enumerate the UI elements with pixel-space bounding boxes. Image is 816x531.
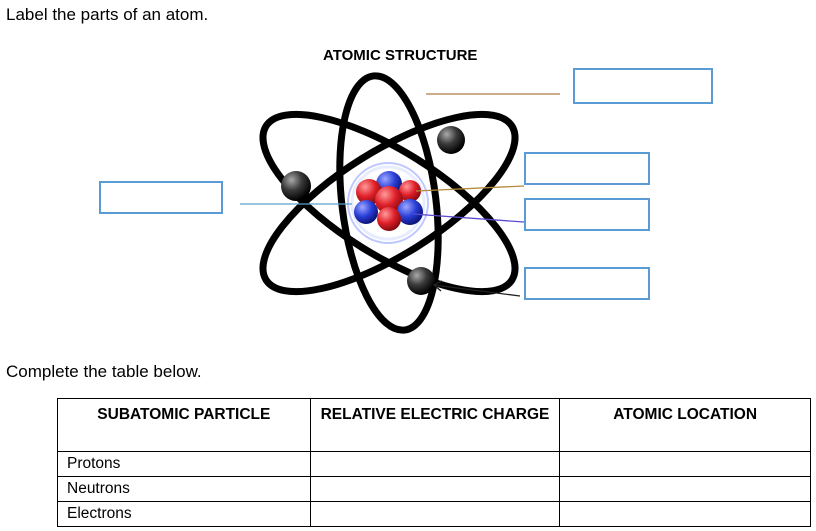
proton [377,207,401,231]
label-box-right-2[interactable] [524,198,650,231]
charge-cell[interactable] [309,451,561,477]
pointer-line-right-1 [415,185,525,192]
particle-name-cell: Neutrons [57,476,311,502]
pointer-line-right-2 [412,213,525,223]
diagram-title: ATOMIC STRUCTURE [323,47,478,64]
atom-diagram [240,72,560,334]
label-box-left[interactable] [99,181,223,214]
charge-cell[interactable] [309,476,561,502]
location-cell[interactable] [559,451,811,477]
header-subatomic-particle: SUBATOMIC PARTICLE [57,398,311,452]
electron [407,267,435,295]
electron [281,171,311,201]
pointer-line-right-3 [433,284,521,297]
orbit-vertical [336,72,442,334]
table-header-row: SUBATOMIC PARTICLE RELATIVE ELECTRIC CHA… [57,398,811,452]
table-row: Protons [57,451,811,477]
arrowhead [432,280,443,292]
particle-name-cell: Electrons [57,501,311,527]
orbit-diagonal-1 [259,110,519,296]
pointer-lines [240,93,560,297]
location-cell[interactable] [559,476,811,502]
subatomic-particle-table: SUBATOMIC PARTICLE RELATIVE ELECTRIC CHA… [57,398,811,527]
table-row: Neutrons [57,476,811,502]
proton [375,186,403,214]
instruction-label-parts: Label the parts of an atom. [6,5,209,24]
proton [399,180,421,202]
header-atomic-location: ATOMIC LOCATION [559,398,811,452]
neutron [397,199,423,225]
particle-name-cell: Protons [57,451,311,477]
header-relative-electric-charge: RELATIVE ELECTRIC CHARGE [309,398,561,452]
label-box-right-3[interactable] [524,267,650,300]
label-box-right-1[interactable] [524,152,650,185]
electrons [281,126,465,295]
location-cell[interactable] [559,501,811,527]
instruction-complete-table: Complete the table below. [6,362,202,381]
neutron [354,200,378,224]
label-box-top-right[interactable] [573,68,713,104]
orbit-diagonal-2 [259,110,519,296]
orbits [259,72,519,334]
nucleus [347,162,429,244]
table-row: Electrons [57,501,811,527]
charge-cell[interactable] [309,501,561,527]
electron [437,126,465,154]
